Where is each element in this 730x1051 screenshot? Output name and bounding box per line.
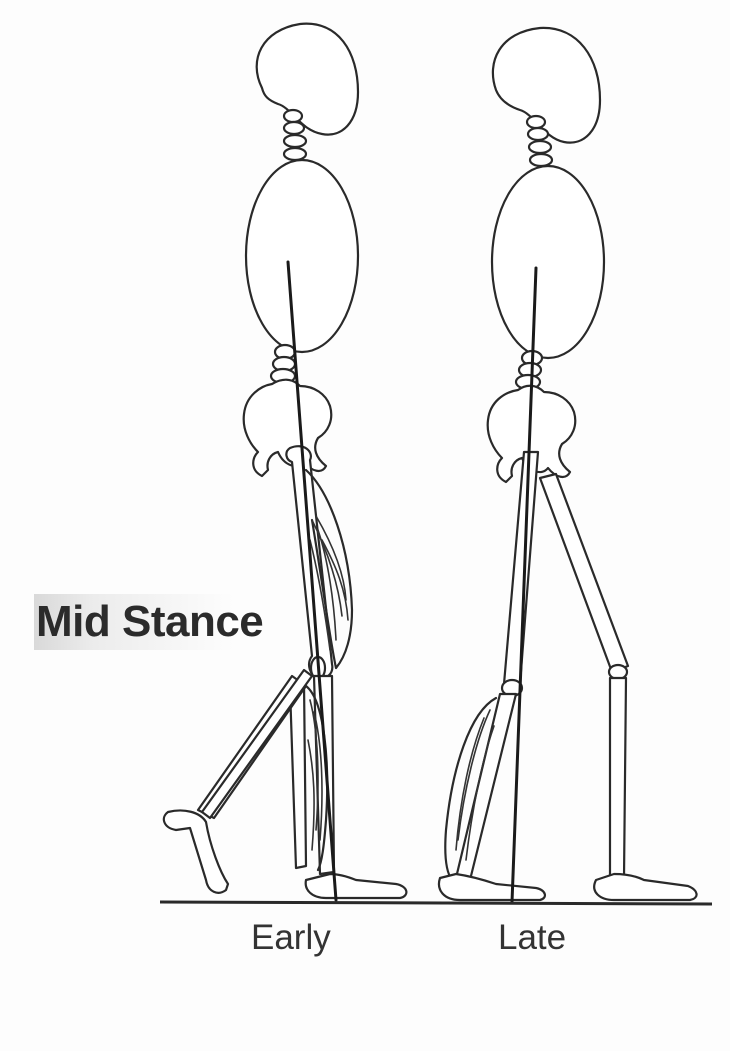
head-early — [257, 24, 358, 135]
cervical-spine-early — [284, 110, 306, 160]
foot-stance-late — [439, 874, 545, 900]
fibula-early — [290, 682, 306, 868]
phase-label-late: Late — [498, 916, 566, 960]
skeleton-late — [439, 28, 697, 902]
diagram-title: Mid Stance — [34, 594, 269, 650]
femur-swing-late — [540, 474, 628, 672]
ground-line — [160, 902, 712, 904]
thorax-late — [492, 166, 604, 358]
foot-swing-late — [594, 874, 696, 900]
lumbar-spine-late — [516, 351, 542, 389]
skeleton-early — [164, 24, 407, 900]
phase-label-early: Early — [251, 916, 331, 960]
thorax-early — [246, 160, 358, 352]
foot-swing-early — [164, 810, 228, 892]
lumbar-spine-early — [271, 345, 295, 383]
head-late — [493, 28, 600, 143]
foot-stance-early — [306, 874, 407, 898]
pelvis-early — [244, 380, 332, 476]
tibia-swing-late — [610, 678, 626, 878]
